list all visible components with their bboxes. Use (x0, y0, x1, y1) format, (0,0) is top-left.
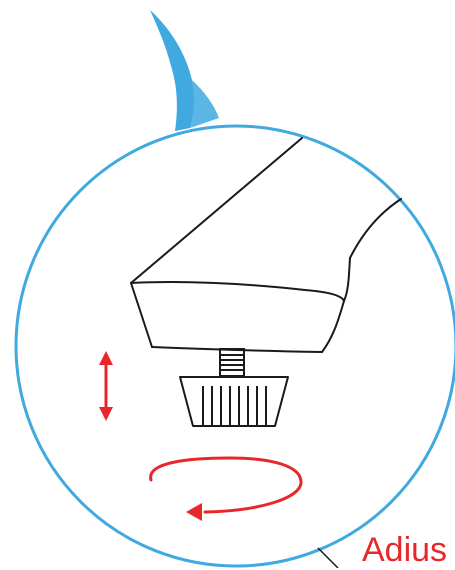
magnifier-tail-shadow (190, 80, 219, 128)
appliance-body (130, 137, 402, 353)
magnifier-tail (150, 10, 195, 131)
rotation-arrow-icon (149, 456, 303, 521)
callout-leader-line (317, 547, 339, 568)
magnifier-circle (14, 124, 455, 568)
vertical-double-arrow-icon (99, 351, 113, 421)
threaded-stem (219, 348, 245, 377)
callout-label: Adius (362, 531, 448, 569)
adjustable-foot (179, 376, 289, 427)
